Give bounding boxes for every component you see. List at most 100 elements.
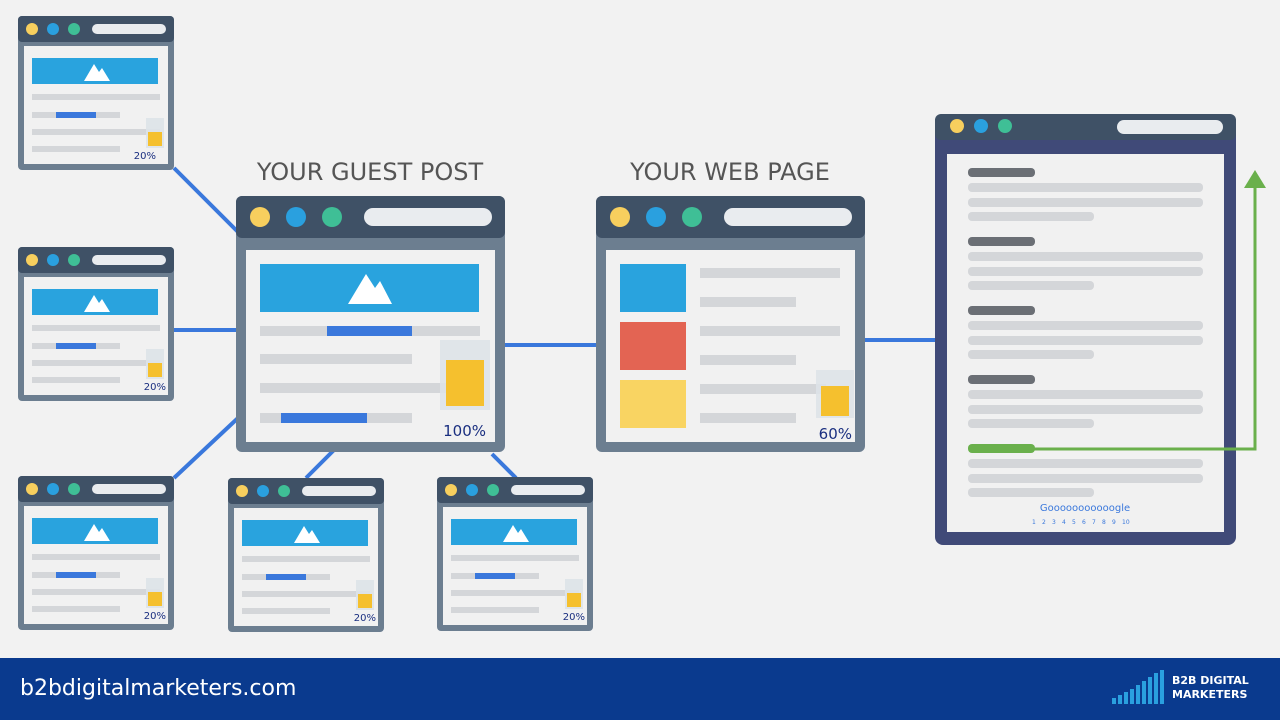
small-window: 20%: [18, 476, 174, 630]
text-line: [968, 390, 1203, 399]
small-window: 20%: [437, 477, 593, 631]
text-line: [700, 326, 840, 336]
page-number[interactable]: 6: [1082, 519, 1086, 526]
text-line: [242, 591, 370, 597]
search-result: [968, 168, 1203, 221]
dot-yellow-icon: [445, 484, 457, 496]
text-line: [32, 325, 160, 331]
percentage-label: 20%: [144, 611, 166, 622]
small-window: 20%: [228, 478, 384, 632]
text-line: [968, 212, 1094, 221]
text-line: [260, 354, 412, 364]
address-bar: [92, 24, 166, 34]
bar-chart-logo-icon: [1112, 670, 1164, 704]
dot-yellow-icon: [26, 23, 38, 35]
progress-bar: [475, 573, 515, 579]
address-bar: [364, 208, 492, 226]
page-number[interactable]: 10: [1122, 519, 1130, 526]
dot-green-icon: [278, 485, 290, 497]
page-number[interactable]: 5: [1072, 519, 1076, 526]
dot-green-icon: [68, 254, 80, 266]
text-line: [32, 589, 160, 595]
footer-bar: b2bdigitalmarketers.com B2B DIGITAL MARK…: [0, 658, 1280, 720]
glass-fill: [821, 386, 849, 416]
result-title: [968, 375, 1035, 384]
text-line: [968, 336, 1203, 345]
address-bar: [92, 255, 166, 265]
dot-green-icon: [68, 23, 80, 35]
percentage-label: 20%: [563, 612, 585, 623]
mountain-image-icon: [84, 295, 110, 312]
dot-yellow-icon: [610, 207, 630, 227]
text-line: [32, 146, 120, 152]
address-bar: [724, 208, 852, 226]
dot-green-icon: [682, 207, 702, 227]
text-line: [700, 297, 796, 307]
text-line: [451, 607, 539, 613]
result-title: [968, 168, 1035, 177]
glass-fill: [148, 592, 162, 606]
text-line: [451, 590, 579, 596]
search-result: [968, 237, 1203, 290]
text-line: [968, 405, 1203, 414]
progress-bar: [56, 343, 96, 349]
page-number[interactable]: 3: [1052, 519, 1056, 526]
yellow-block: [620, 380, 686, 428]
text-line: [32, 606, 120, 612]
brand-line-2: MARKETERS: [1172, 688, 1248, 701]
text-line: [242, 608, 330, 614]
search-result: [968, 306, 1203, 359]
connector-bottom-left: [172, 416, 240, 480]
dot-blue-icon: [646, 207, 666, 227]
text-line: [968, 252, 1203, 261]
progress-bar: [56, 112, 96, 118]
text-line: [968, 267, 1203, 276]
connector-bottom-right: [490, 452, 518, 480]
text-line: [700, 413, 796, 423]
arrow-head: [1244, 170, 1266, 188]
search-result-highlighted: [968, 444, 1203, 497]
text-line: [260, 383, 446, 393]
text-line: [968, 281, 1094, 290]
dot-yellow-icon: [236, 485, 248, 497]
web-page-window: 60%: [596, 196, 865, 452]
brand-line-1: B2B DIGITAL: [1172, 674, 1249, 687]
small-window: 20%: [18, 16, 174, 170]
text-line: [968, 198, 1203, 207]
search-engine-logo: Gooooooooooogle: [1040, 503, 1130, 514]
site-url[interactable]: b2bdigitalmarketers.com: [20, 676, 297, 701]
page-number[interactable]: 2: [1042, 519, 1046, 526]
progress-bar: [327, 326, 412, 336]
search-result: [968, 375, 1203, 428]
mountain-image-icon: [503, 525, 529, 542]
dot-blue-icon: [466, 484, 478, 496]
address-bar: [302, 486, 376, 496]
page-number[interactable]: 7: [1092, 519, 1096, 526]
mountain-image-icon: [84, 64, 110, 81]
connector-lines: [172, 166, 938, 480]
text-line: [968, 474, 1203, 483]
text-line: [968, 488, 1094, 497]
glass-fill: [446, 360, 484, 406]
pagination: 1 2 3 4 5 6 7 8 9 10: [1032, 519, 1130, 526]
web-page-title: YOUR WEB PAGE: [629, 158, 830, 186]
connector-bottom-center: [304, 448, 336, 480]
small-window: 20%: [18, 247, 174, 401]
guest-post-title: YOUR GUEST POST: [256, 158, 484, 186]
text-line: [968, 350, 1094, 359]
connector-top-left: [172, 166, 242, 236]
page-number[interactable]: 8: [1102, 519, 1106, 526]
percentage-label: 100%: [443, 422, 486, 440]
blue-block: [620, 264, 686, 312]
dot-blue-icon: [974, 119, 988, 133]
result-title: [968, 306, 1035, 315]
red-block: [620, 322, 686, 370]
text-line: [32, 94, 160, 100]
dot-green-icon: [68, 483, 80, 495]
dot-green-icon: [998, 119, 1012, 133]
ranking-arrow-path: [1000, 188, 1257, 451]
dot-yellow-icon: [250, 207, 270, 227]
page-number[interactable]: 1: [1032, 519, 1036, 526]
page-number[interactable]: 4: [1062, 519, 1066, 526]
page-number[interactable]: 9: [1112, 519, 1116, 526]
